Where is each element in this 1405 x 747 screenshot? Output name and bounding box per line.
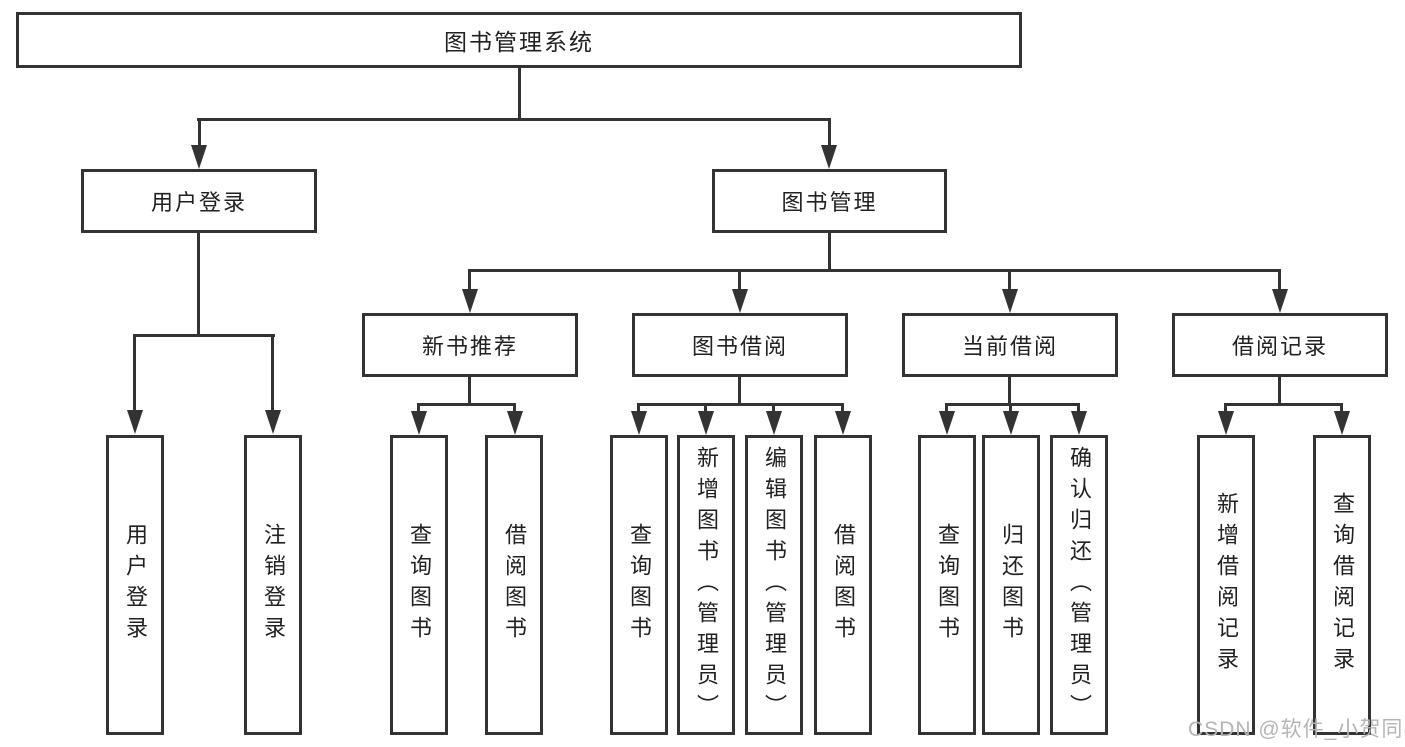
csdn-watermark: CSDN @软件_小贺同学 [1188, 718, 1405, 741]
leaf-label: 归还图书 [999, 523, 1024, 647]
leaf-label: 借阅图书 [502, 523, 527, 647]
connector-newbooks-vertical [468, 377, 471, 406]
leaf-add-borrow-record: 新增借阅记录 [1197, 435, 1255, 735]
leaf-query-books-recommend: 查询图书 [390, 435, 448, 735]
node-user-login: 用户登录 [81, 169, 317, 233]
connector-bookmgmt-horizontal [468, 269, 1281, 272]
connector-stub-bb-add [704, 403, 707, 413]
node-new-book-recommendation: 新书推荐 [362, 313, 578, 377]
leaf-label: 新增图书（管理员） [694, 445, 719, 725]
arrow-to-new-books [462, 289, 478, 313]
connector-newbooks-horizontal [417, 403, 516, 406]
arrow-to-rec-query [1334, 411, 1350, 435]
node-borrowing-records: 借阅记录 [1172, 313, 1388, 377]
arrow-to-cb-query [939, 411, 955, 435]
connector-stub-current-borrow [1008, 269, 1011, 291]
arrow-to-nb-borrow [507, 411, 523, 435]
arrow-to-current-borrow [1002, 289, 1018, 313]
arrow-to-cb-return [1003, 411, 1019, 435]
leaf-label: 确认归还（管理员） [1067, 445, 1092, 725]
node-library-management-system: 图书管理系统 [16, 12, 1022, 68]
connector-stub-cb-query [945, 403, 948, 413]
node-label: 图书管理系统 [444, 29, 594, 55]
connector-stub-leaf-login [133, 334, 136, 411]
leaf-logout: 注销登录 [244, 435, 302, 735]
arrow-to-bb-query [631, 411, 647, 435]
connector-stub-cb-confirm [1077, 403, 1080, 413]
connector-stub-borrow-records [1278, 269, 1281, 291]
leaf-label: 查询图书 [935, 523, 960, 647]
arrow-to-bb-add [698, 411, 714, 435]
leaf-label: 注销登录 [261, 523, 286, 647]
leaf-return-books: 归还图书 [982, 435, 1040, 735]
leaf-add-books-admin: 新增图书（管理员） [677, 435, 735, 735]
arrow-to-nb-query [411, 411, 427, 435]
arrow-to-bb-borrow [835, 411, 851, 435]
connector-bookmgmt-vertical [828, 233, 831, 272]
connector-records-vertical [1278, 377, 1281, 406]
connector-bookborrow-horizontal [637, 403, 844, 406]
connector-stub-nb-query [417, 403, 420, 413]
leaf-query-books-borrow: 查询图书 [610, 435, 668, 735]
leaf-edit-books-admin: 编辑图书（管理员） [745, 435, 803, 735]
arrow-to-borrow-records [1272, 289, 1288, 313]
node-book-management: 图书管理 [712, 169, 947, 233]
leaf-borrow-books-recommend: 借阅图书 [485, 435, 543, 735]
connector-currentborrow-vertical [1008, 377, 1011, 406]
connector-stub-book-borrow [738, 269, 741, 291]
leaf-label: 新增借阅记录 [1214, 492, 1239, 678]
leaf-label: 借阅图书 [831, 523, 856, 647]
arrow-to-leaf-login [127, 410, 143, 434]
connector-stub-user-login [198, 118, 201, 146]
leaf-borrow-books: 借阅图书 [814, 435, 872, 735]
node-label: 图书管理 [781, 190, 878, 215]
connector-userlogin-vertical [197, 233, 200, 337]
leaf-label: 用户登录 [123, 523, 148, 647]
node-label: 新书推荐 [421, 334, 518, 359]
connector-currentborrow-horizontal [945, 403, 1080, 406]
connector-stub-rec-add [1224, 403, 1227, 413]
leaf-confirm-return-admin: 确认归还（管理员） [1050, 435, 1108, 735]
connector-root-vertical [518, 68, 521, 121]
connector-root-horizontal [197, 118, 831, 121]
connector-stub-rec-query [1340, 403, 1343, 413]
arrow-to-user-login [191, 145, 207, 169]
connector-stub-bb-query [637, 403, 640, 413]
node-book-borrowing: 图书借阅 [632, 313, 848, 377]
leaf-label: 编辑图书（管理员） [762, 445, 787, 725]
leaf-user-login: 用户登录 [106, 435, 164, 735]
arrow-to-rec-add [1218, 411, 1234, 435]
leaf-label: 查询借阅记录 [1330, 492, 1355, 678]
arrow-to-bb-edit [766, 411, 782, 435]
arrow-to-book-mgmt [821, 145, 837, 169]
connector-stub-bb-edit [772, 403, 775, 413]
connector-stub-nb-borrow [513, 403, 516, 413]
connector-userlogin-horizontal [133, 334, 275, 337]
leaf-label: 查询图书 [407, 523, 432, 647]
node-label: 借阅记录 [1231, 334, 1328, 359]
leaf-query-books-current: 查询图书 [918, 435, 976, 735]
arrow-to-book-borrow [732, 289, 748, 313]
node-label: 图书借阅 [691, 334, 788, 359]
connector-stub-bb-borrow [841, 403, 844, 413]
arrow-to-leaf-logout [265, 410, 281, 434]
leaf-label: 查询图书 [627, 523, 652, 647]
connector-stub-leaf-logout [271, 334, 274, 411]
leaf-query-borrow-record: 查询借阅记录 [1313, 435, 1371, 735]
node-label: 当前借阅 [961, 334, 1058, 359]
node-label: 用户登录 [150, 190, 247, 215]
connector-records-horizontal [1224, 403, 1343, 406]
connector-stub-cb-return [1009, 403, 1012, 413]
arrow-to-cb-confirm [1071, 411, 1087, 435]
node-current-borrowing: 当前借阅 [902, 313, 1118, 377]
connector-bookborrow-vertical [738, 377, 741, 406]
connector-stub-book-mgmt [828, 118, 831, 146]
connector-stub-new-books [468, 269, 471, 291]
